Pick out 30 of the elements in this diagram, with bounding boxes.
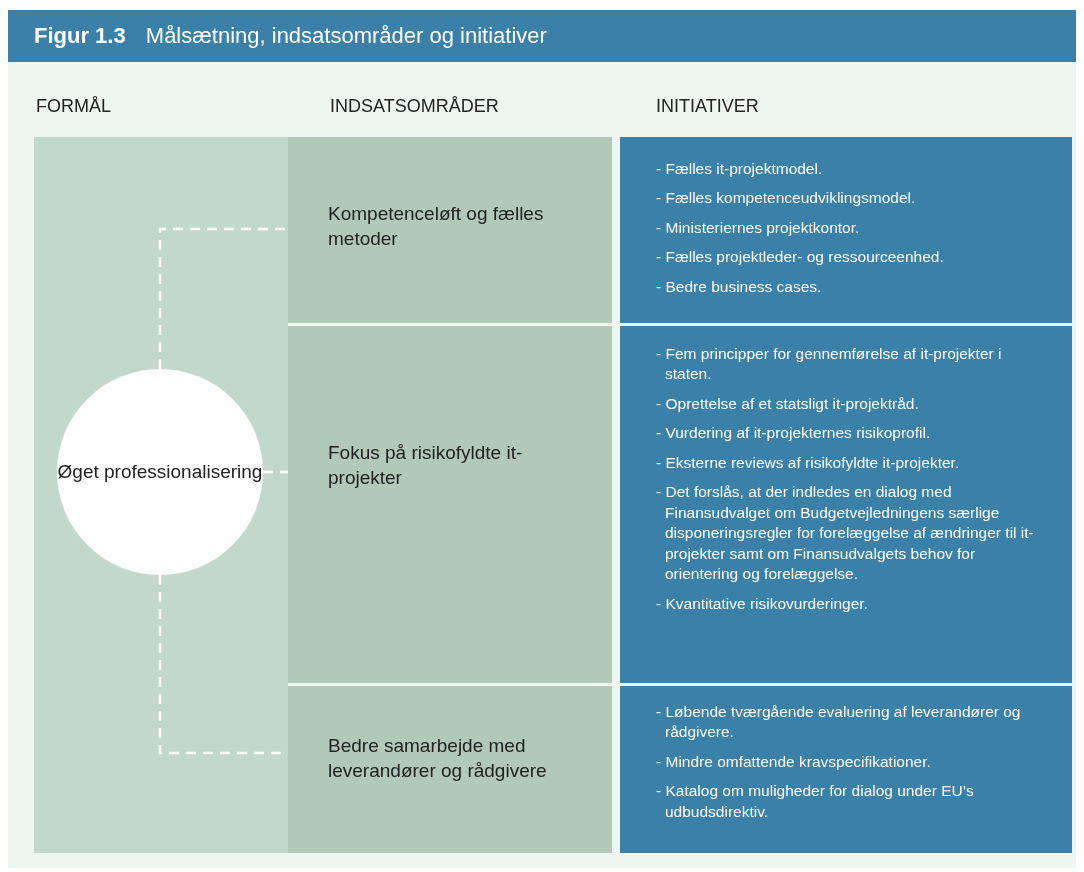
column-heading: INDSATSOMRÅDER [330, 96, 499, 117]
focus-area-box [288, 137, 612, 323]
column-heading: INITIATIVER [656, 96, 759, 117]
focus-area-box [288, 326, 612, 683]
initiative-item: - Fælles it-projektmodel. [656, 159, 824, 179]
initiative-item: - Oprettelse af et statsligt it-projektråd. [656, 393, 920, 414]
focus-area-label: Kompetenceløft og fælles metoder [328, 202, 545, 251]
initiative-item: - Ministeriernes projektkontor. [656, 217, 861, 238]
initiative-item: - Fem principper for gennemførelse af it-projekter i staten. [656, 344, 1003, 385]
initiative-item: - Katalog om muligheder for dialog under EU’s udbudsdirektiv. [656, 781, 975, 822]
focus-area-label: Bedre samarbejde med leverandører og rådgivere [328, 734, 548, 783]
initiative-item: - Bedre business cases. [656, 276, 823, 297]
goal-label: Øget professionalisering [57, 459, 263, 484]
focus-area-box [288, 686, 612, 853]
initiative-panel [620, 326, 1072, 683]
initiative-panel [620, 137, 1072, 323]
initiative-item: - Eksterne reviews af risikofyldte it-projekter. [656, 452, 961, 473]
initiative-item: - Vurdering af it-projekternes risikoprofil. [656, 423, 932, 444]
initiative-panel [620, 686, 1072, 853]
initiative-item: - Løbende tværgående evaluering af leverandører og rådgivere. [656, 702, 1022, 743]
initiative-item: - Mindre omfattende kravspecifikationer. [656, 751, 932, 772]
connector-line [158, 227, 288, 369]
initiative-item: - Det forslås, at der indledes en dialog med Finansudvalget om Budgetvejledningens særlige disponeringsregler for forelæggelse af ændringer til it-projekter samt om Finansudvalgets behov for orientering og forelæggelse. [656, 482, 1035, 585]
connector-line [263, 470, 288, 474]
initiative-item: - Kvantitative risikovurderinger. [656, 593, 869, 614]
initiative-item: - Fælles kompetenceudviklingsmodel. [656, 188, 917, 209]
focus-area-label: Fokus på risikofyldte it-projekter [328, 441, 524, 490]
title-bar: Figur 1.3 Målsætning, indsatsområder og initiativer [8, 10, 1076, 62]
column-heading: FORMÅL [36, 96, 111, 117]
initiative-item: - Fælles projektleder- og ressourceenhed. [656, 247, 945, 268]
